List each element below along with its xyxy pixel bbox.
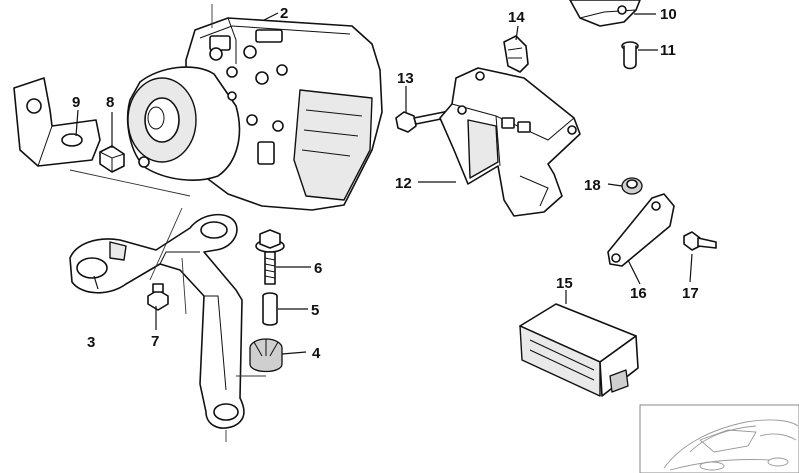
callout-11: 11 [660, 42, 676, 59]
part-hydraulic-unit[interactable] [126, 17, 383, 211]
callout-7: 7 [151, 333, 159, 350]
callout-2: 2 [280, 5, 288, 22]
part-top-bracket[interactable] [569, 0, 641, 27]
callout-9: 9 [72, 94, 80, 111]
callout-3: 3 [87, 334, 95, 351]
callout-8: 8 [106, 94, 114, 111]
part-sleeve[interactable] [262, 292, 278, 326]
callout-12: 12 [395, 175, 412, 192]
part-bolt-7[interactable] [147, 283, 169, 311]
callout-15: 15 [556, 275, 573, 292]
part-grommet[interactable] [621, 177, 643, 195]
callout-16: 16 [630, 285, 647, 302]
car-location-thumbnail [639, 404, 799, 473]
callout-18: 18 [584, 177, 601, 194]
callout-labels: 2 3 4 5 6 7 8 9 10 11 12 13 14 15 16 17 … [72, 5, 699, 362]
part-holder-plate[interactable] [607, 193, 675, 267]
part-carrier-bracket[interactable] [439, 67, 581, 217]
part-bolt-11[interactable] [621, 41, 639, 70]
callout-14: 14 [508, 9, 525, 26]
callout-4: 4 [312, 345, 321, 362]
leader-lines [75, 12, 693, 355]
callout-13: 13 [397, 70, 414, 87]
callout-5: 5 [311, 302, 319, 319]
part-bolt-8[interactable] [99, 145, 125, 173]
part-spring-clip[interactable] [503, 35, 529, 73]
part-rubber-mount[interactable] [249, 338, 283, 373]
callout-10: 10 [660, 6, 677, 23]
callout-17: 17 [682, 285, 699, 302]
callout-6: 6 [314, 260, 322, 277]
part-flange-bolt[interactable] [255, 229, 285, 285]
assembly-lines [69, 4, 266, 442]
part-angle-bracket[interactable] [13, 77, 101, 167]
part-bolt-17[interactable] [683, 231, 717, 251]
part-control-module[interactable] [519, 303, 639, 397]
part-mounting-bracket[interactable] [69, 213, 245, 429]
